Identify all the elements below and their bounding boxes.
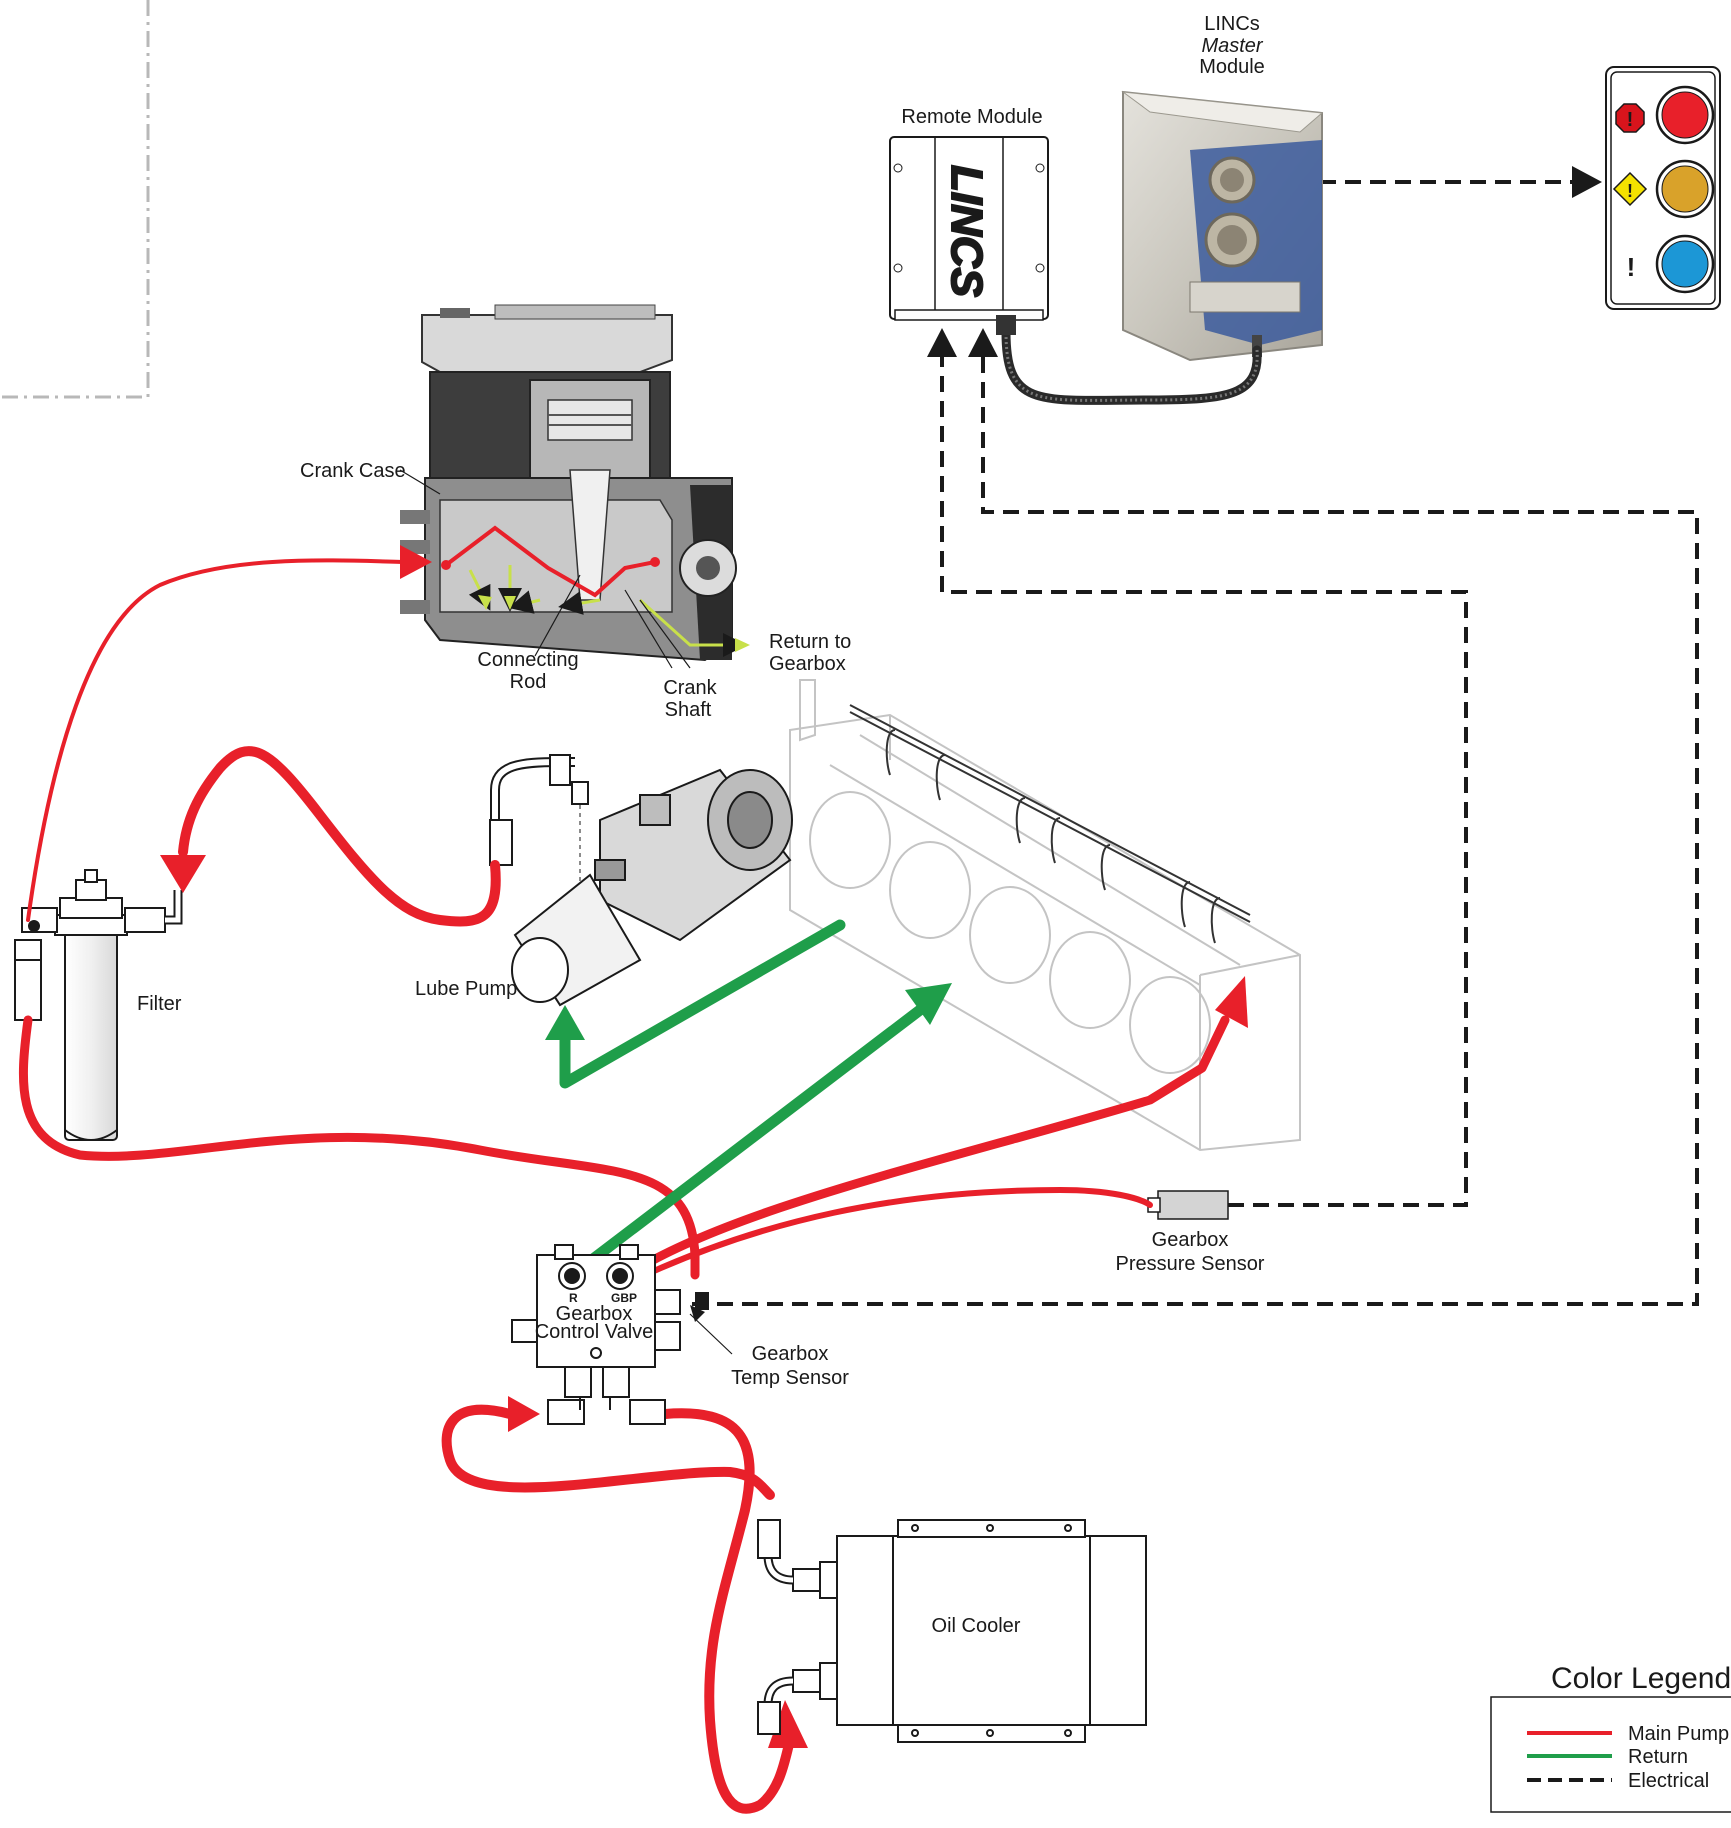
master-module [1123,92,1322,360]
crank-shaft-label: Crank Shaft [663,677,717,721]
svg-text:Connecting: Connecting [477,649,578,671]
svg-text:Temp Sensor: Temp Sensor [731,1367,849,1389]
svg-text:LINCs: LINCs [1204,13,1260,35]
color-legend: Color Legend Main Pump Return Electrical [1491,1662,1731,1812]
remote-module-label: Remote Module [901,106,1042,128]
arrowhead-panel [1572,166,1602,198]
svg-text:Module: Module [1199,56,1265,78]
remote-module-logo: LINCS [942,165,991,297]
electrical-line-temp-sensor [692,350,1697,1304]
gearbox-pressure-sensor [1148,1191,1228,1219]
arrowhead-return-lube-pump [545,1005,585,1040]
electrical-line-pressure-sensor [942,350,1466,1205]
red-light [1662,92,1708,138]
main-line-filter-to-valve [23,1020,695,1275]
gearbox-pressure-sensor-label: Gearbox Pressure Sensor [1116,1229,1265,1275]
spray-bar [850,705,1250,943]
remote-module: LINCS [890,137,1048,335]
lube-pump-inlet-fitting [490,755,588,885]
svg-text:Crank: Crank [663,677,717,699]
gearbox-housing [790,680,1300,1150]
gearbox-temp-sensor-label: Gearbox Temp Sensor [731,1343,849,1389]
svg-text:!: ! [1627,181,1633,201]
lube-pump [512,770,792,1005]
svg-text:Electrical: Electrical [1628,1770,1709,1792]
connecting-rod-label: Connecting Rod [477,649,578,693]
svg-text:Rod: Rod [510,671,547,693]
legend-title: Color Legend [1551,1662,1731,1695]
master-module-label: LINCs Master Module [1199,13,1265,78]
reference-frame [0,0,148,397]
svg-text:Gearbox: Gearbox [752,1343,829,1365]
svg-text:Main Pump: Main Pump [1628,1723,1729,1745]
svg-text:Return: Return [1628,1746,1688,1768]
amber-light [1662,166,1708,212]
lube-pump-label: Lube Pump [415,978,517,1000]
svg-text:!: ! [1627,109,1634,131]
filter-label: Filter [137,993,182,1015]
main-line-valve-to-sprayer [620,1020,1225,1280]
svg-text:Control Valve: Control Valve [535,1321,654,1343]
crank-case-compressor [400,305,736,660]
return-to-gearbox-label: Return to Gearbox [769,631,851,675]
svg-text:Return to: Return to [769,631,851,653]
blue-light [1662,241,1708,287]
svg-text:Pressure Sensor: Pressure Sensor [1116,1253,1265,1275]
arrowhead-filter-inlet [160,855,206,893]
crank-case-label: Crank Case [300,460,406,482]
info-exclamation-icon: ! [1627,252,1636,282]
main-line-filter-to-crank [28,560,405,920]
arrowhead-remote-left [927,328,957,357]
oil-cooler-label: Oil Cooler [932,1615,1021,1637]
arrowhead-valve-inlet [508,1396,540,1432]
main-line-lube-pump-to-filter [183,751,496,921]
svg-text:Gearbox: Gearbox [1152,1229,1229,1251]
svg-text:Shaft: Shaft [665,699,712,721]
temp-sensor-callout [690,1305,732,1354]
arrowhead-remote-right [968,328,998,357]
svg-text:Master: Master [1201,35,1263,57]
svg-text:Gearbox: Gearbox [769,653,846,675]
